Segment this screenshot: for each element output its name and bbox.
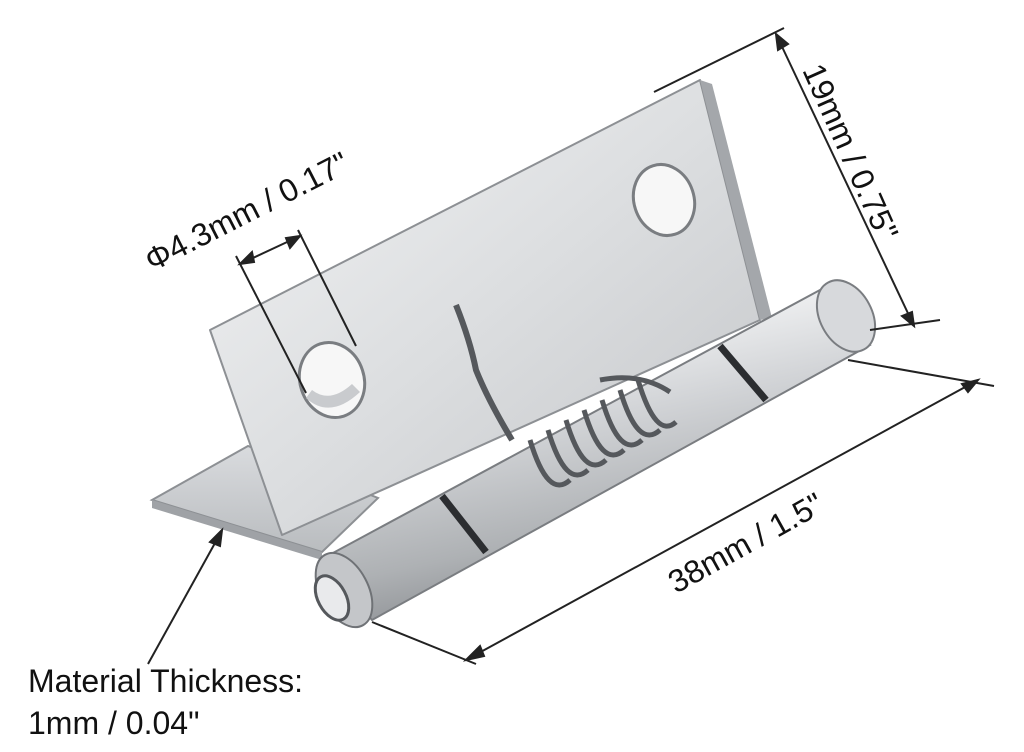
hinge-barrel [313, 279, 877, 629]
material-thickness-title: Material Thickness: [28, 663, 304, 699]
hinge-pin [313, 574, 351, 622]
leaf-width-label: 19mm / 0.75" [796, 58, 906, 246]
upper-leaf-edge [700, 80, 772, 320]
hole-shadow-left [306, 384, 360, 408]
lower-leaf-edge [152, 500, 322, 560]
hinge-length-label: 38mm / 1.5" [662, 486, 829, 601]
leaf-width-dimension [653, 27, 941, 331]
material-thickness-callout: Material Thickness: 1mm / 0.04" [28, 660, 448, 744]
material-thickness-value: 1mm / 0.04" [28, 705, 200, 741]
thickness-leader [147, 527, 224, 665]
torsion-spring [453, 303, 678, 488]
hole-diameter-dimension [235, 229, 357, 394]
upper-hinge-leaf [209, 79, 761, 536]
mounting-hole-right [631, 163, 697, 237]
hinge-length-dimension [371, 359, 995, 665]
